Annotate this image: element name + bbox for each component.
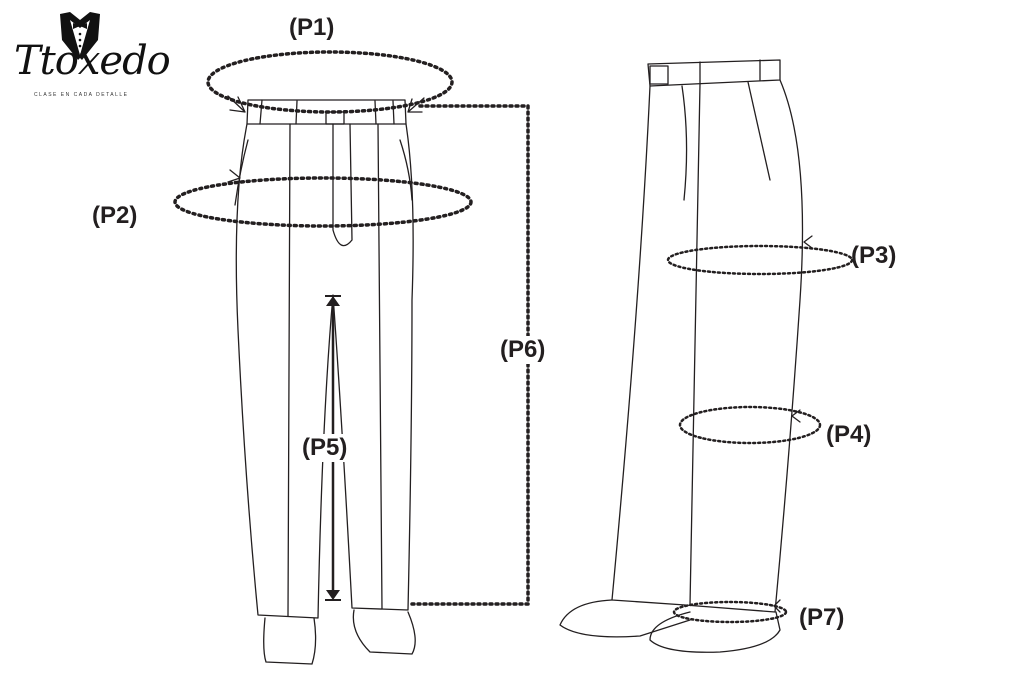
- label-p2: (P2): [92, 202, 138, 229]
- label-p6: (P6): [500, 336, 546, 364]
- label-p5: (P5): [302, 434, 348, 462]
- side-pants: [559, 59, 804, 653]
- logo-wordmark: Ttoxedo: [14, 38, 171, 84]
- waist-measure-p1: [206, 50, 454, 114]
- label-p3: (P3): [851, 242, 897, 269]
- label-p1: (P1): [289, 14, 335, 41]
- label-p4: (P4): [826, 421, 872, 448]
- knee-measure-p4: [678, 405, 822, 445]
- hem-measure-p7: [672, 600, 788, 624]
- hip-measure-p2: [173, 176, 473, 228]
- thigh-measure-p3: [666, 244, 854, 276]
- logo-tagline: CLASE EN CADA DETALLE: [34, 92, 129, 98]
- tuxedo-logo-icon: [60, 12, 100, 60]
- front-pants: [234, 99, 416, 665]
- label-p7: (P7): [799, 604, 845, 631]
